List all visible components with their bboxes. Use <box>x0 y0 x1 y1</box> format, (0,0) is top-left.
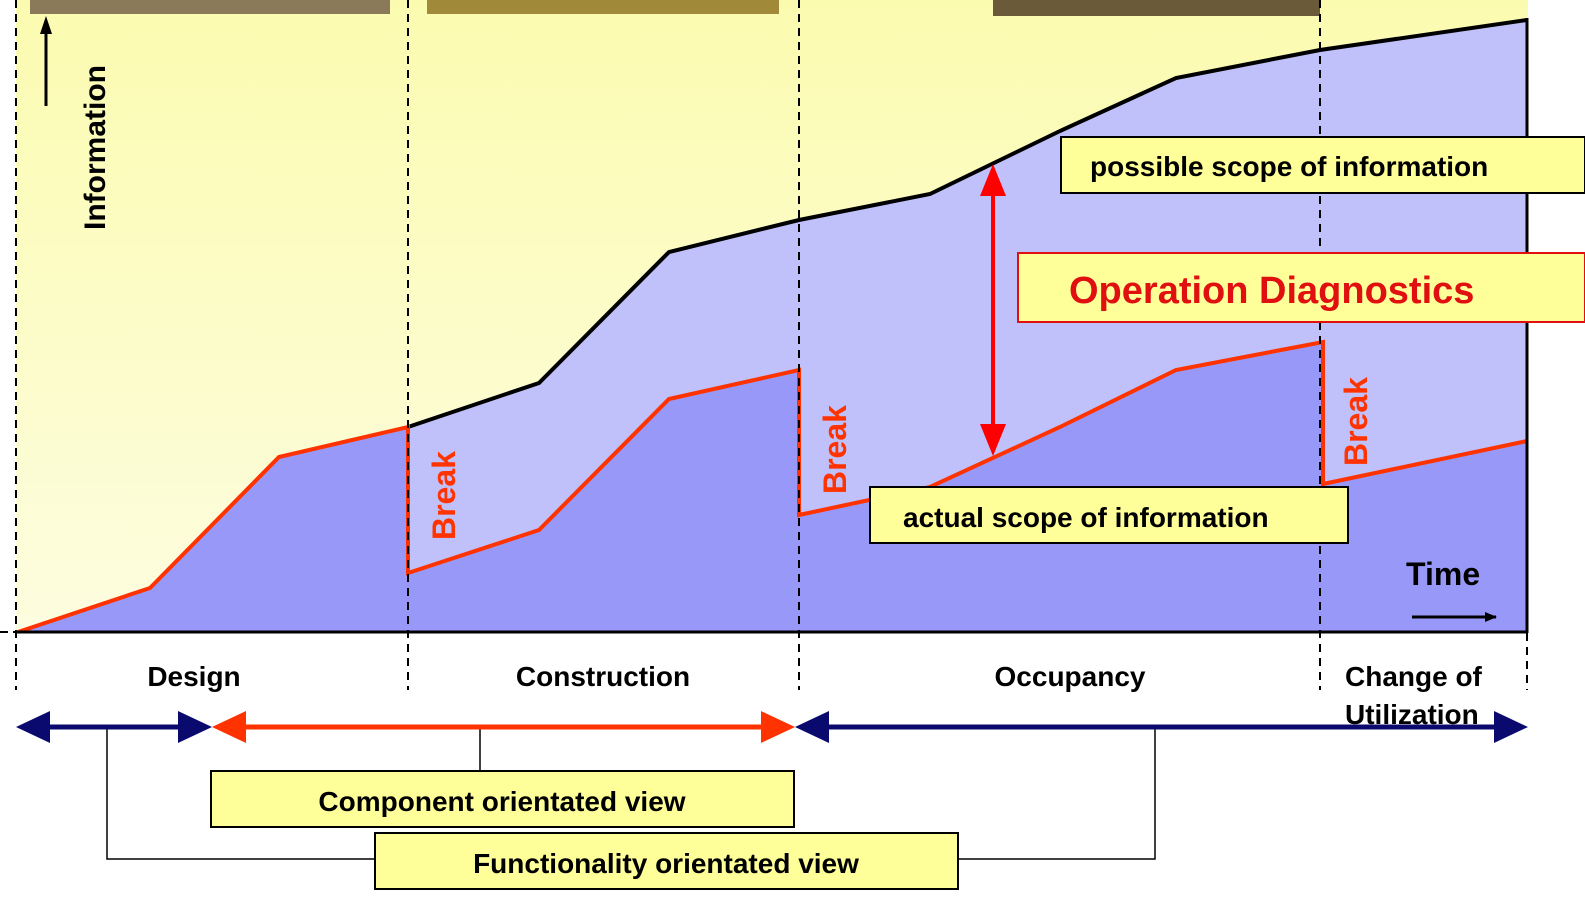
functionality-view-connector-right <box>958 727 1156 860</box>
information-arrowhead-icon <box>40 16 52 34</box>
design-arrowhead-left-icon <box>16 711 50 743</box>
actual-scope-area-construction <box>408 370 799 633</box>
component-view-text: Component orientated view <box>318 786 685 817</box>
occupancy-arrowhead-right-icon <box>1494 711 1528 743</box>
actual-scope-box <box>869 486 1349 544</box>
phase-design: Design <box>147 661 240 692</box>
construction-arrowhead-left-icon <box>212 711 246 743</box>
actual-scope-text: actual scope of information <box>903 502 1269 533</box>
diagnostics-arrowhead-down-icon <box>980 424 1006 456</box>
possible-scope-box <box>1060 136 1585 194</box>
break-label-2: Break <box>817 405 853 494</box>
phase-change-line1: Change of <box>1345 661 1483 692</box>
operation-diagnostics-box <box>1017 252 1585 323</box>
phase-occupancy: Occupancy <box>995 661 1146 692</box>
diagnostics-arrowhead-up-icon <box>980 164 1006 196</box>
actual-scope-area-design <box>18 427 408 633</box>
photo-design <box>30 0 390 14</box>
functionality-view-box <box>374 832 959 890</box>
phase-construction: Construction <box>516 661 690 692</box>
functionality-view-connector-left <box>106 727 375 860</box>
photo-occupancy <box>993 0 1320 16</box>
time-axis-label: Time <box>1406 556 1480 592</box>
possible-scope-text: possible scope of information <box>1090 151 1488 182</box>
break-label-1: Break <box>426 451 462 540</box>
possible-scope-line <box>407 18 1528 429</box>
component-view-box <box>210 770 795 828</box>
break-label-3: Break <box>1338 377 1374 466</box>
construction-arrowhead-right-icon <box>761 711 795 743</box>
actual-scope-area-change <box>1323 441 1527 633</box>
design-arrowhead-right-icon <box>178 711 212 743</box>
phase-dividers <box>15 0 1528 690</box>
operation-diagnostics-text: Operation Diagnostics <box>1069 270 1474 312</box>
photo-construction <box>427 0 779 14</box>
functionality-view-text: Functionality orientated view <box>473 848 859 879</box>
occupancy-arrowhead-left-icon <box>795 711 829 743</box>
information-axis-label: Information <box>79 65 112 230</box>
